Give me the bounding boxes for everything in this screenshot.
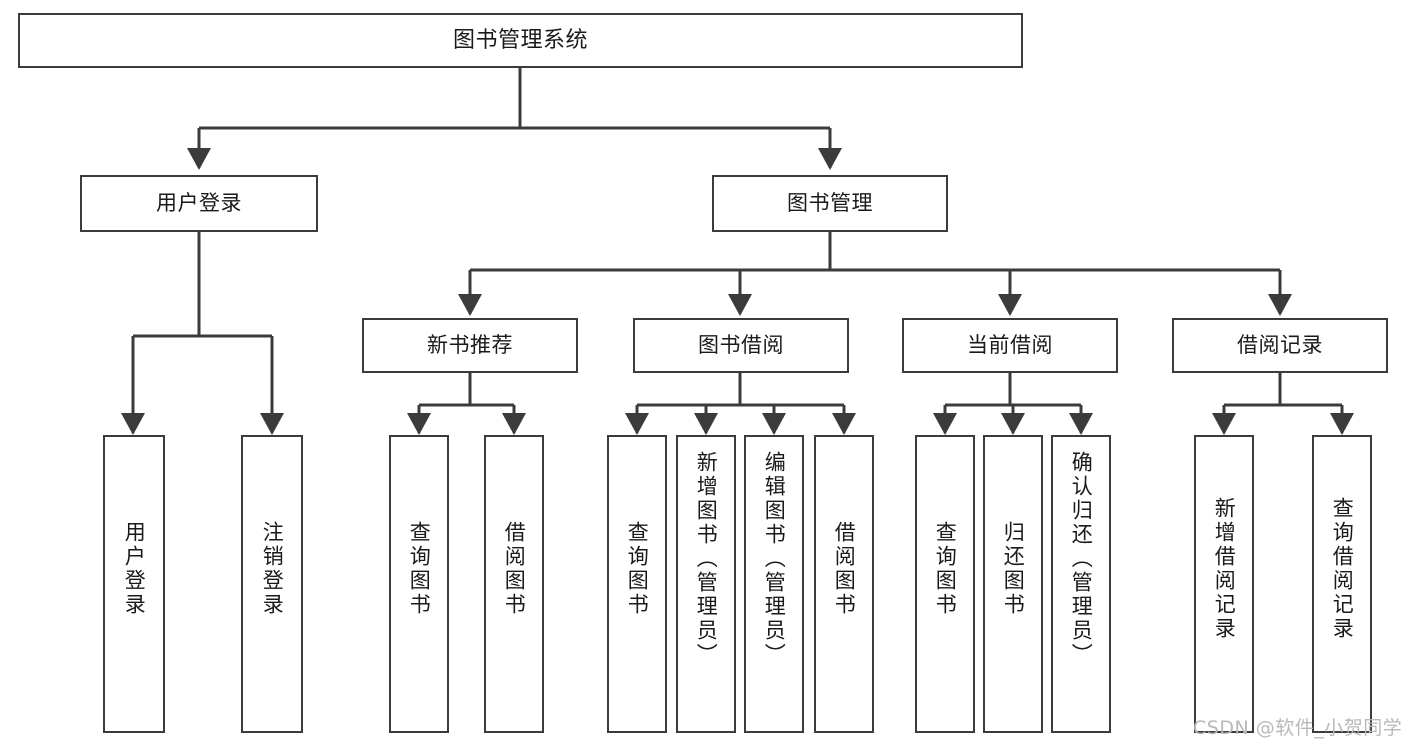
node-leaf-add-borrow-record-label: 新增借阅记录 [1212, 497, 1237, 641]
node-leaf-edit-book[interactable]: 编辑图书（管理员） [744, 435, 804, 733]
node-leaf-query-book-1-label: 查询图书 [407, 521, 432, 617]
node-leaf-logout-login[interactable]: 注销登录 [241, 435, 303, 733]
node-current-borrow-label: 当前借阅 [967, 333, 1053, 358]
node-leaf-add-book-label: 新增图书（管理员） [694, 451, 719, 667]
node-current-borrow[interactable]: 当前借阅 [902, 318, 1118, 373]
node-leaf-user-login[interactable]: 用户登录 [103, 435, 165, 733]
node-leaf-query-book-2-label: 查询图书 [625, 521, 650, 617]
node-book-borrow-label: 图书借阅 [698, 333, 784, 358]
node-leaf-query-borrow-record-label: 查询借阅记录 [1330, 497, 1355, 641]
node-user-login-label: 用户登录 [156, 191, 242, 216]
node-leaf-borrow-book-2[interactable]: 借阅图书 [814, 435, 874, 733]
node-leaf-query-book-3[interactable]: 查询图书 [915, 435, 975, 733]
node-leaf-borrow-book-2-label: 借阅图书 [832, 521, 857, 617]
node-leaf-user-login-label: 用户登录 [122, 521, 147, 617]
node-borrow-record-label: 借阅记录 [1237, 333, 1323, 358]
node-leaf-query-book-3-label: 查询图书 [933, 521, 958, 617]
node-leaf-edit-book-label: 编辑图书（管理员） [762, 451, 787, 667]
node-leaf-confirm-return[interactable]: 确认归还（管理员） [1051, 435, 1111, 733]
node-leaf-return-book[interactable]: 归还图书 [983, 435, 1043, 733]
watermark: CSDN @软件_小贺同学 [1193, 717, 1403, 739]
node-leaf-logout-login-label: 注销登录 [260, 521, 285, 617]
node-leaf-query-borrow-record[interactable]: 查询借阅记录 [1312, 435, 1372, 733]
node-borrow-record[interactable]: 借阅记录 [1172, 318, 1388, 373]
node-leaf-borrow-book-1[interactable]: 借阅图书 [484, 435, 544, 733]
node-leaf-add-book[interactable]: 新增图书（管理员） [676, 435, 736, 733]
node-book-management[interactable]: 图书管理 [712, 175, 948, 232]
node-new-book-recommend-label: 新书推荐 [427, 333, 513, 358]
node-leaf-borrow-book-1-label: 借阅图书 [502, 521, 527, 617]
node-root-label: 图书管理系统 [452, 27, 588, 53]
node-book-management-label: 图书管理 [787, 191, 873, 216]
node-leaf-query-book-2[interactable]: 查询图书 [607, 435, 667, 733]
node-leaf-return-book-label: 归还图书 [1001, 521, 1026, 617]
node-leaf-confirm-return-label: 确认归还（管理员） [1069, 451, 1094, 667]
node-leaf-query-book-1[interactable]: 查询图书 [389, 435, 449, 733]
node-root[interactable]: 图书管理系统 [18, 13, 1023, 68]
node-leaf-add-borrow-record[interactable]: 新增借阅记录 [1194, 435, 1254, 733]
node-user-login[interactable]: 用户登录 [80, 175, 318, 232]
node-book-borrow[interactable]: 图书借阅 [633, 318, 849, 373]
node-new-book-recommend[interactable]: 新书推荐 [362, 318, 578, 373]
